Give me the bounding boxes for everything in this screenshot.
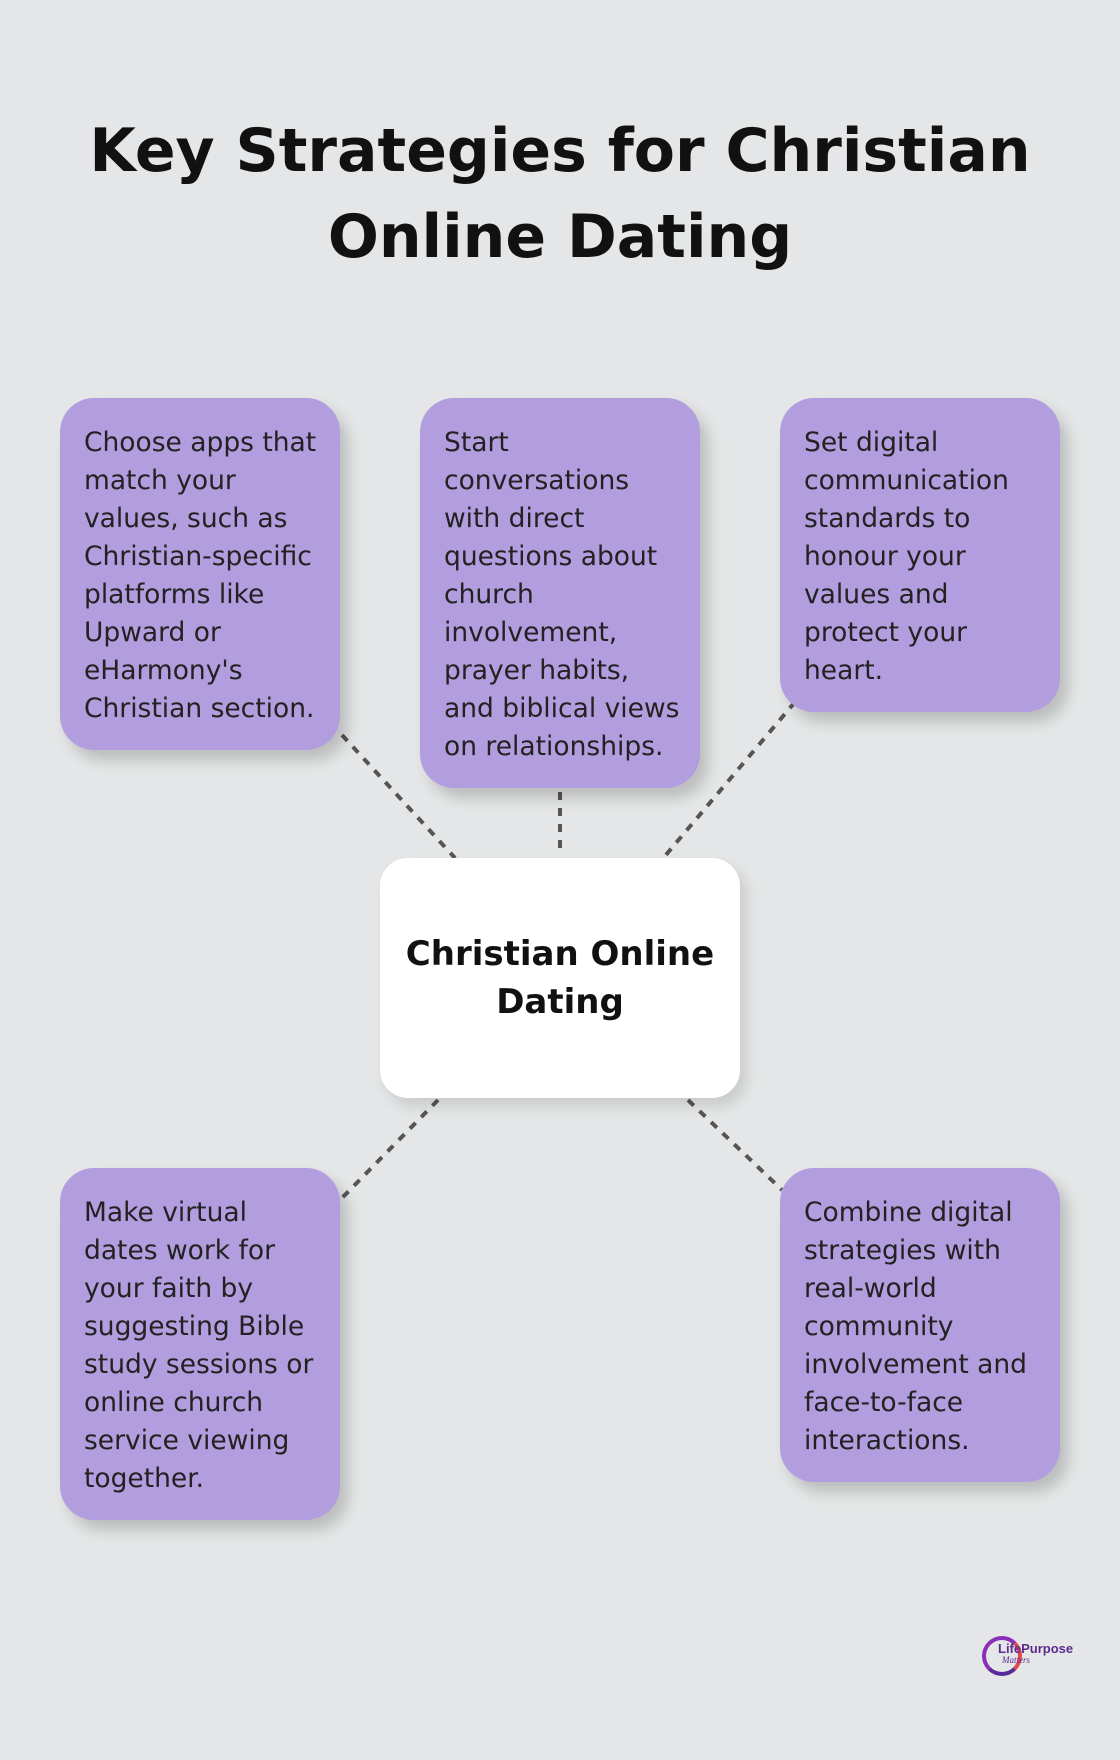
brand-logo: LifePurpose Matters <box>978 1632 1073 1682</box>
page-title: Key Strategies for Christian Online Dati… <box>89 116 1031 272</box>
logo-subtext: Matters <box>1002 1655 1030 1665</box>
connector-line-4 <box>340 1098 440 1200</box>
logo-ring-icon <box>982 1636 1022 1676</box>
strategy-box-communication: Set digital communication standards to h… <box>780 398 1060 712</box>
strategy-box-virtual-dates: Make virtual dates work for your faith b… <box>60 1168 340 1520</box>
connector-line-1 <box>340 733 457 860</box>
center-topic-label: Christian Online Dating <box>405 934 715 1022</box>
strategy-box-real-world: Combine digital strategies with real-wor… <box>780 1168 1060 1482</box>
strategy-box-apps: Choose apps that match your values, such… <box>60 398 340 750</box>
connector-line-5 <box>686 1098 784 1192</box>
center-topic-box: Christian Online Dating <box>380 858 740 1098</box>
logo-text: LifePurpose <box>998 1641 1074 1656</box>
strategy-box-conversations: Start conversations with direct question… <box>420 398 700 788</box>
connector-line-3 <box>663 700 797 858</box>
